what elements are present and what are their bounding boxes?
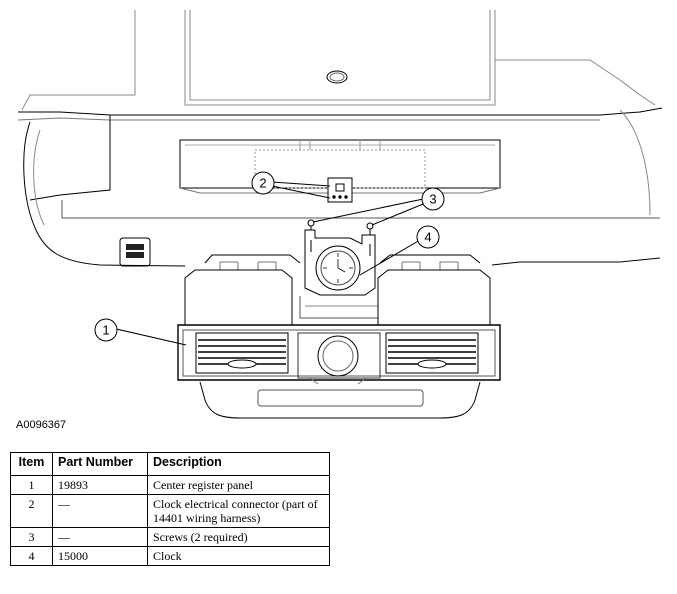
table-header-row: Item Part Number Description — [10, 452, 330, 476]
callout-2-label: 2 — [259, 176, 266, 191]
callout-3: 3 — [421, 187, 445, 211]
dashboard-upper — [21, 10, 656, 111]
part-number-cell: — — [52, 494, 148, 528]
item-cell: 3 — [10, 527, 53, 547]
item-cell: 2 — [10, 494, 53, 528]
table-row: 2 — Clock electrical connector (part of … — [10, 494, 330, 528]
callout-4: 4 — [416, 225, 440, 249]
clock-assembly — [299, 229, 386, 319]
description-cell: Center register panel — [147, 475, 330, 495]
table-row: 1 19893 Center register panel — [10, 475, 330, 495]
part-number-cell: — — [52, 527, 148, 547]
header-part-number: Part Number — [52, 452, 148, 476]
description-cell: Clock — [147, 546, 330, 566]
part-number-cell: 19893 — [52, 475, 148, 495]
dash-logo-oval — [326, 70, 348, 84]
dashboard-body — [17, 107, 663, 267]
leader-lines — [111, 181, 429, 346]
clock-connector — [327, 177, 353, 203]
side-switch — [119, 237, 151, 267]
header-item: Item — [10, 452, 53, 476]
item-cell: 4 — [10, 546, 53, 566]
figure-id: A0096367 — [16, 419, 67, 431]
callout-2: 2 — [251, 171, 275, 195]
lower-bezel — [199, 381, 481, 419]
description-cell: Clock electrical connector (part of 1440… — [147, 494, 330, 528]
header-description: Description — [147, 452, 330, 476]
callout-4-label: 4 — [424, 230, 431, 245]
table-row: 4 15000 Clock — [10, 546, 330, 566]
table-row: 3 — Screws (2 required) — [10, 527, 330, 547]
callout-1: 1 — [94, 318, 118, 342]
exploded-view-diagram: 1 2 3 4 — [17, 10, 663, 419]
center-register-panel — [177, 269, 501, 385]
callout-1-label: 1 — [102, 323, 109, 338]
callout-3-label: 3 — [429, 192, 436, 207]
part-number-cell: 15000 — [52, 546, 148, 566]
description-cell: Screws (2 required) — [147, 527, 330, 547]
item-cell: 1 — [10, 475, 53, 495]
parts-table: Item Part Number Description 1 19893 Cen… — [10, 452, 330, 566]
